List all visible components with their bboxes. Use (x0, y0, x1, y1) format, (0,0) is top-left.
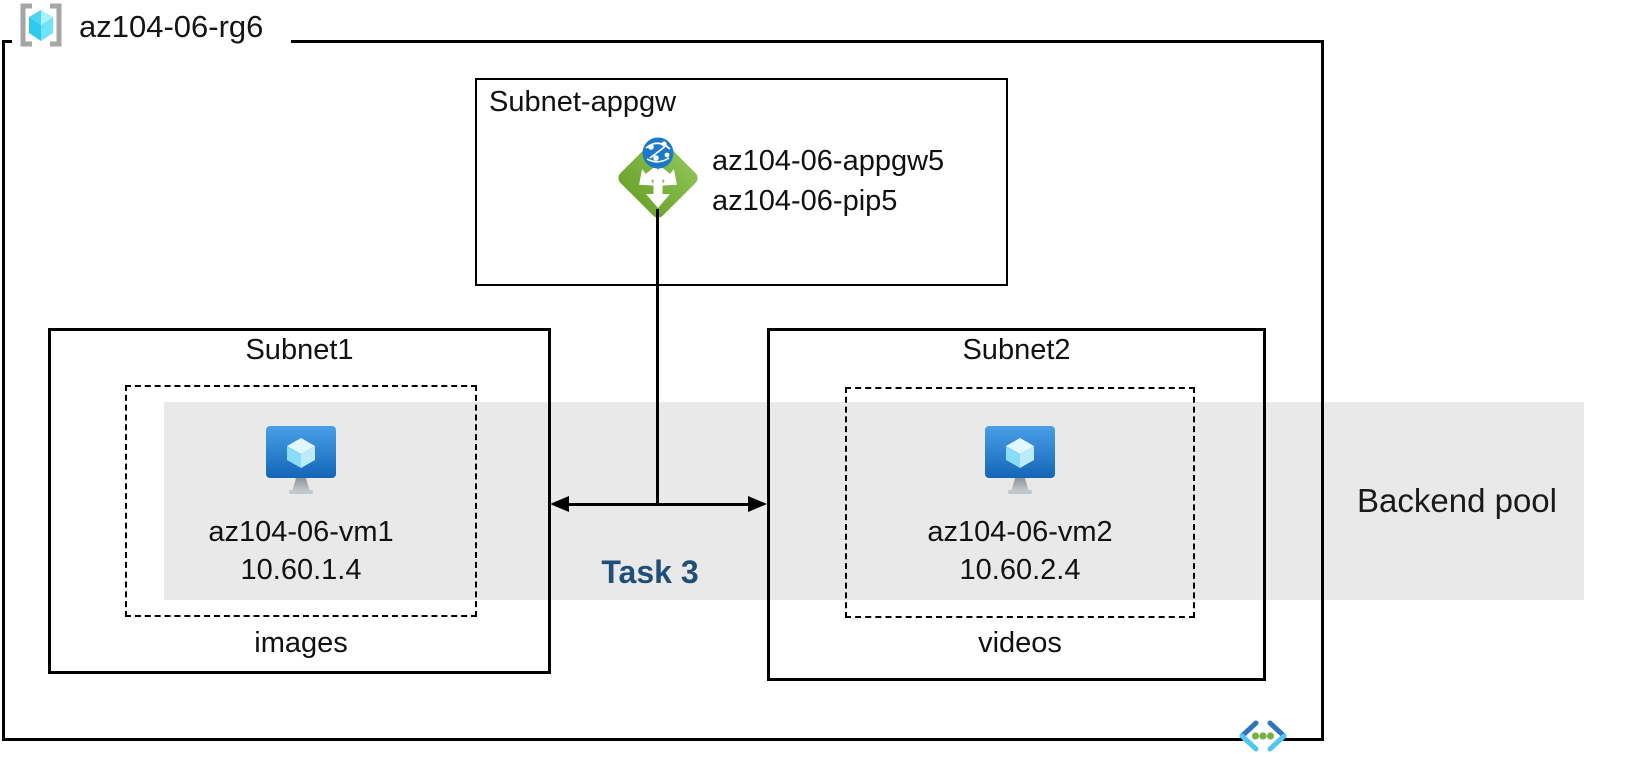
subnet1-availability-set-box (125, 385, 477, 617)
application-gateway-labels: az104-06-appgw5 az104-06-pip5 (712, 141, 944, 221)
vm1-ip: 10.60.1.4 (240, 554, 362, 586)
resource-group-icon (16, 3, 66, 52)
backend-pool-band (164, 402, 1584, 600)
resource-group-box (2, 40, 1324, 741)
subnet-appgw-title: Subnet-appgw (489, 86, 677, 118)
resource-group-header: az104-06-rg6 (12, 2, 292, 52)
subnet1-title: Subnet1 (245, 334, 354, 366)
virtual-network-icon (1236, 719, 1290, 758)
resource-group-name: az104-06-rg6 (79, 9, 264, 44)
arrowhead-left-icon (550, 496, 569, 512)
subnet1-caption: images (254, 627, 348, 659)
subnet2-box (767, 328, 1266, 681)
subnet1-box (48, 328, 551, 674)
backend-arrow-line (566, 503, 754, 506)
subnet-appgw-box (475, 78, 1008, 286)
application-gateway-name: az104-06-appgw5 (712, 145, 945, 177)
subnet2-caption: videos (978, 627, 1062, 659)
backend-pool-label: Backend pool (1357, 482, 1557, 519)
vm1-icon (262, 424, 340, 503)
vm2-icon (981, 424, 1059, 503)
subnet2-title: Subnet2 (962, 334, 1071, 366)
vm2-name: az104-06-vm2 (927, 516, 1113, 548)
subnet2-availability-set-box (845, 387, 1195, 618)
arrowhead-right-icon (748, 496, 767, 512)
task-label: Task 3 (601, 554, 699, 590)
vm2-ip: 10.60.2.4 (959, 554, 1081, 586)
public-ip-name: az104-06-pip5 (712, 185, 898, 217)
application-gateway-icon (612, 132, 704, 229)
vm1-name: az104-06-vm1 (208, 516, 394, 548)
gateway-connector-line (656, 209, 659, 505)
